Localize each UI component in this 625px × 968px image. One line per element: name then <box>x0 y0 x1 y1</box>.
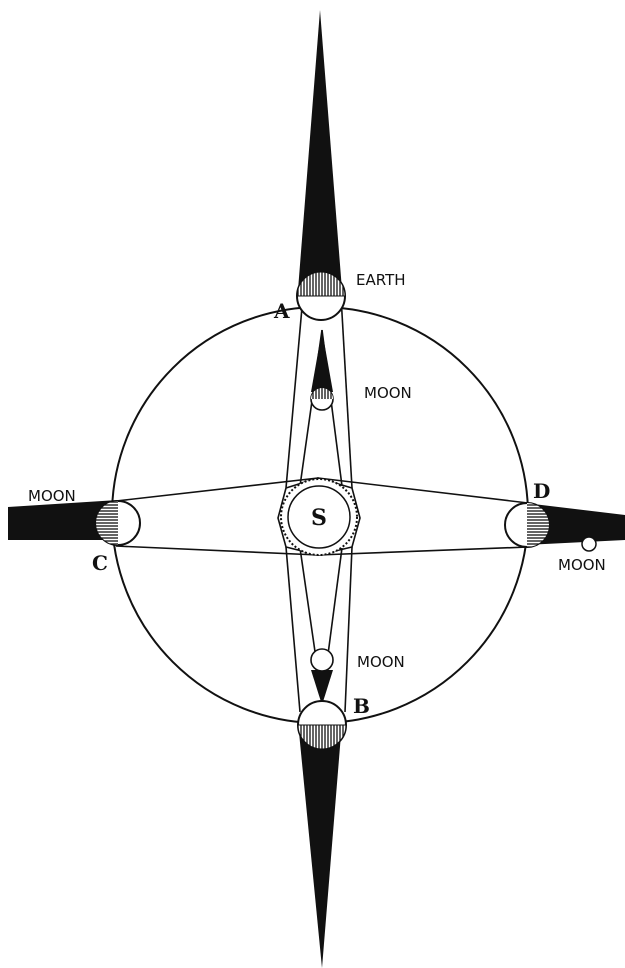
moon-shadow-top <box>311 330 333 392</box>
point-c-label: C <box>92 551 108 575</box>
sun-label: S <box>311 505 327 531</box>
earth-label: EARTH <box>356 271 406 289</box>
earth-shadow-bottom <box>298 722 342 968</box>
sun: S <box>281 479 357 555</box>
moon-left <box>96 501 140 545</box>
point-b-label: B <box>353 694 370 718</box>
moon-label-bottom: MOON <box>357 653 405 671</box>
point-a-label: A <box>273 299 290 323</box>
moon-bottom <box>311 649 333 671</box>
moon-right <box>505 503 549 547</box>
moon-label-right: MOON <box>558 556 606 574</box>
point-d-label: D <box>533 479 550 503</box>
moon-label-top: MOON <box>364 384 412 402</box>
moon-top <box>311 388 333 410</box>
moon-label-left: MOON <box>28 487 76 505</box>
earth-shadow-top <box>298 10 342 290</box>
moon-shadow-bottom <box>311 670 333 705</box>
small-moon-right <box>582 537 596 551</box>
earth-bottom <box>298 701 346 749</box>
earth-top <box>297 272 345 320</box>
